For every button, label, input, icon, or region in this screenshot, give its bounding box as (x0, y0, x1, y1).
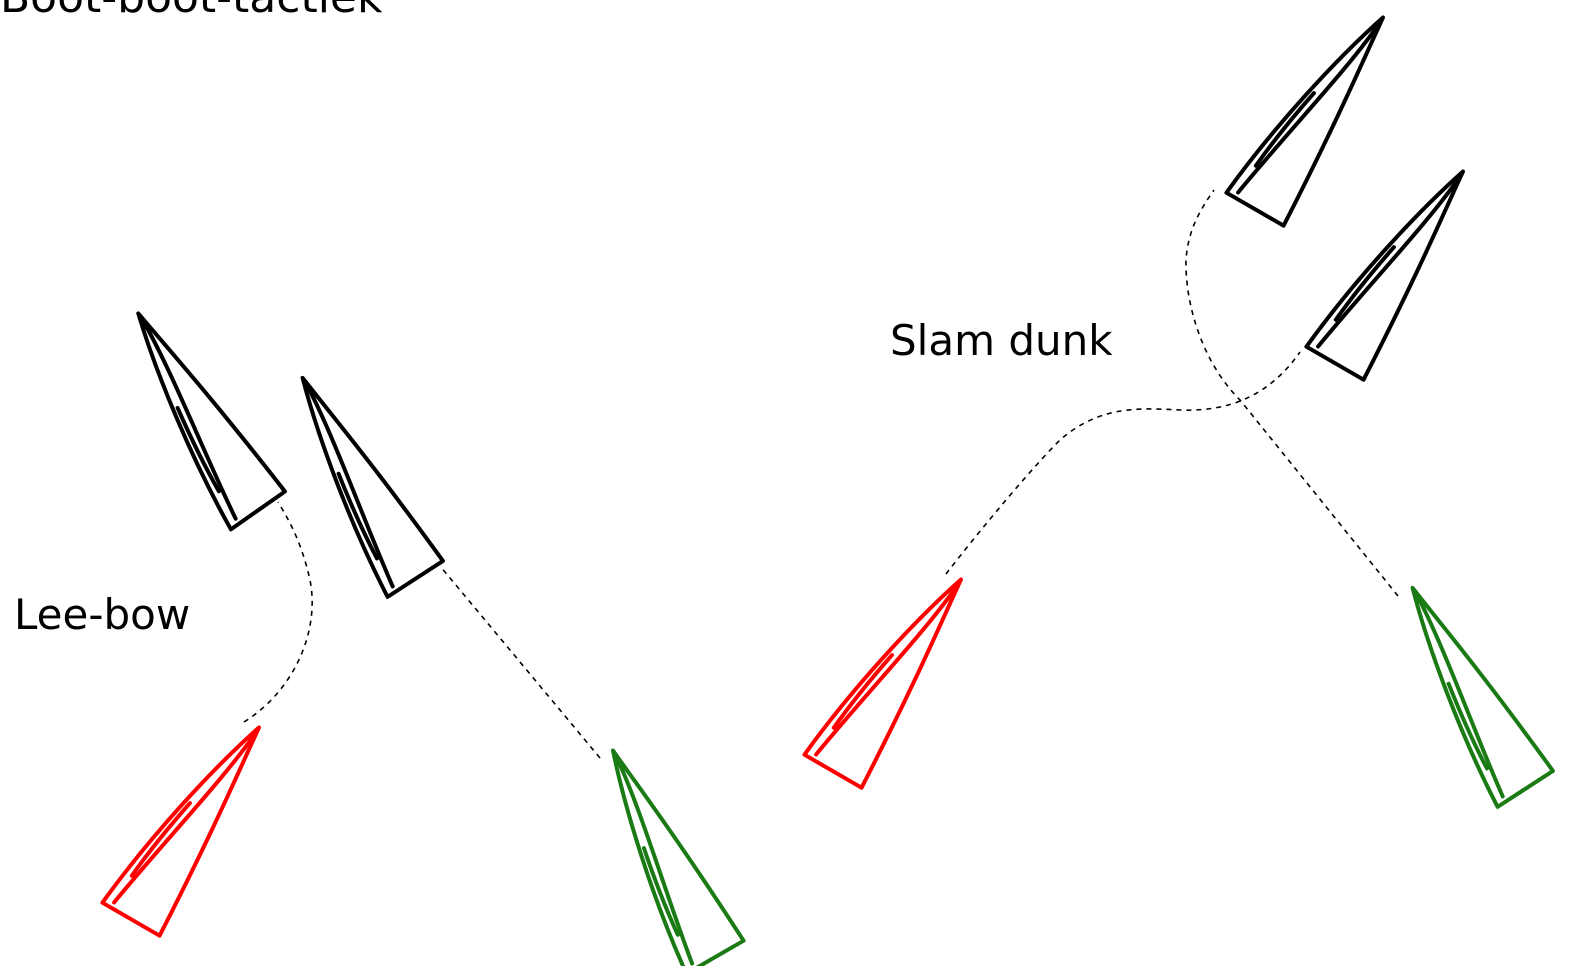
boat-hull (1304, 169, 1465, 382)
boats-layer (100, 15, 1555, 966)
boat-mainsail (112, 728, 259, 905)
boat-lee-bow-red-before (100, 725, 261, 938)
boat-mainsail (1236, 18, 1383, 195)
boat-jib (641, 846, 680, 937)
boat-hull (1224, 15, 1385, 228)
boat-jib (336, 471, 379, 561)
boat-hull (136, 311, 287, 532)
boat-mainsail (1412, 589, 1505, 799)
boat-mainsail (138, 314, 238, 521)
boat-mainsail (814, 580, 961, 757)
boat-mainsail (1316, 172, 1463, 349)
track-slam-dunk-green (1185, 189, 1399, 597)
boat-mainsail (302, 379, 395, 589)
boat-hull (1410, 585, 1555, 809)
boat-slam-dunk-green-after (1304, 169, 1465, 382)
boat-hull (100, 725, 261, 938)
boat-lee-bow-green-after (300, 375, 445, 599)
boat-hull (300, 375, 445, 599)
track-lee-bow-red (243, 501, 313, 723)
boat-jib (1446, 681, 1489, 771)
track-slam-dunk-red (945, 351, 1301, 575)
boat-tracks (243, 189, 1399, 759)
boat-jib (831, 653, 894, 730)
boat-slam-dunk-red-before (802, 577, 963, 790)
lee-bow-label: Lee-bow (14, 590, 191, 639)
track-lee-bow-green (439, 565, 601, 759)
boat-jib (1333, 245, 1396, 322)
boat-hull (610, 748, 746, 966)
boat-hull (802, 577, 963, 790)
boat-slam-dunk-green-before (1410, 585, 1555, 809)
diagram-title: Boot-boot-tactiek (0, 0, 383, 20)
boat-jib (175, 405, 221, 494)
slam-dunk-label: Slam dunk (890, 316, 1113, 365)
boat-lee-bow-red-after (136, 311, 287, 532)
boat-jib (1253, 91, 1316, 168)
boat-lee-bow-green-before (610, 748, 746, 966)
boat-slam-dunk-red-after (1224, 15, 1385, 228)
boat-jib (129, 801, 192, 878)
boat-mainsail (612, 751, 695, 966)
